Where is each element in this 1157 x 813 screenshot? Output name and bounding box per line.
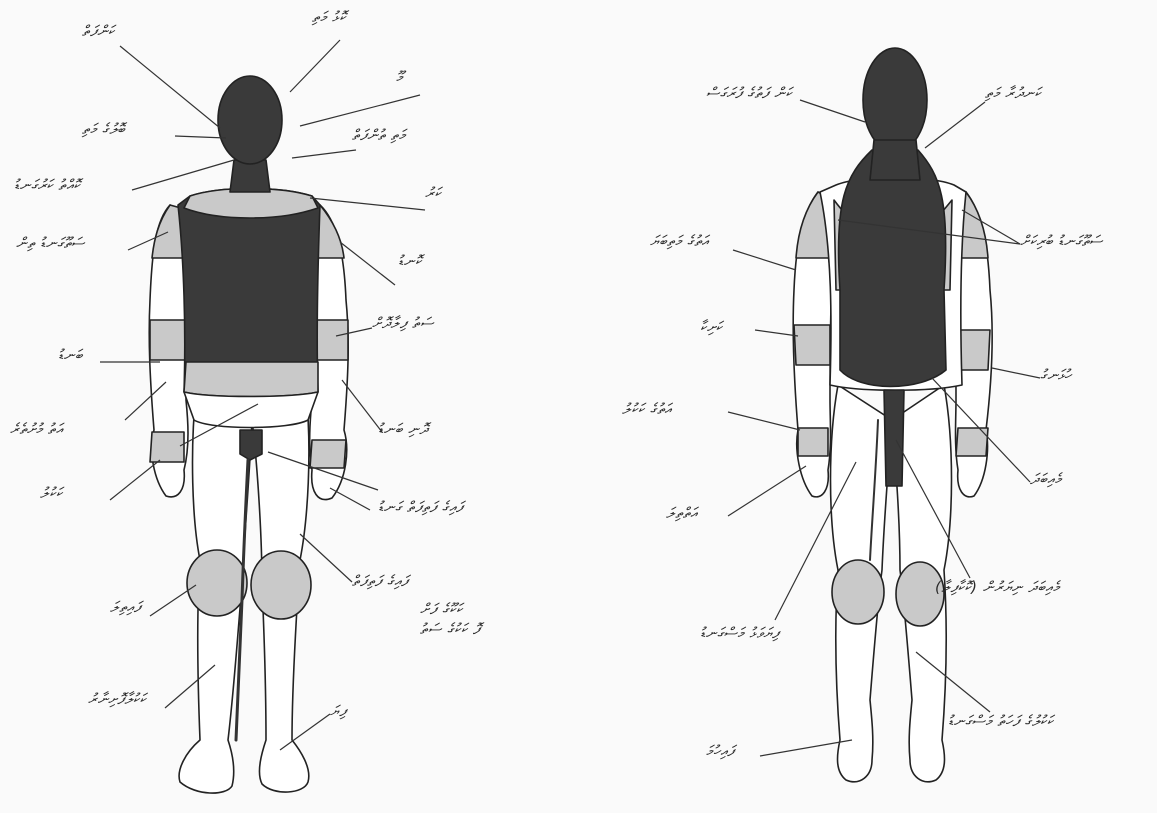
leader-f13 xyxy=(342,380,382,432)
leader-b1 xyxy=(800,100,865,122)
front-left-knee-region xyxy=(187,550,247,616)
front-body-figure xyxy=(149,76,348,793)
label-front-knee: ފައިތިލަ xyxy=(110,598,141,616)
label-front-f15: ކަކޫގެ ފަށް xyxy=(420,600,463,618)
leader-f2 xyxy=(290,40,340,92)
label-back-upper-arm: އަތުގެ މަތިބަޔަ xyxy=(650,232,709,250)
front-neck xyxy=(230,160,270,192)
label-front-temple: ކަންފަތް xyxy=(82,22,115,40)
label-front-head-top: ބޮލުގެ މަތި xyxy=(82,120,125,138)
label-back-lower-arm: ހުޅަނގު xyxy=(1040,366,1071,384)
label-front-elbow: ސަތު ފިލާދޮށް xyxy=(372,314,434,332)
leader-b7 xyxy=(728,412,800,430)
label-back-wrist: އަތުގެ ކަކުލު xyxy=(622,400,671,418)
label-front-ankle: ފިޔަ xyxy=(330,702,347,720)
back-body-figure xyxy=(793,48,992,782)
front-left-wrist-band xyxy=(150,432,184,462)
label-front-wrist: ކަކުލު xyxy=(40,484,63,502)
back-left-knee-region xyxy=(832,560,884,624)
label-back-shoulder-top: ކަނދުރާ މަތި xyxy=(985,84,1041,102)
label-back-buttock-fold: މެއިބަދަ ނިޔަރުން (ކޮކާފިލާ) xyxy=(935,578,1060,596)
leader-f17 xyxy=(150,585,196,616)
back-dark-region xyxy=(838,150,946,387)
leader-b3 xyxy=(733,250,796,270)
front-hip xyxy=(184,392,318,428)
leader-f9 xyxy=(340,242,395,285)
label-back-shoulder-blade: ސަތޫގަނޑު ބުރިކަށް xyxy=(1020,232,1103,250)
front-waist-band xyxy=(184,362,318,397)
label-front-shoulder: ސަތޫގަނޑު ތިން xyxy=(16,234,85,252)
label-front-groin: ފައިގެ ފަތިފަތް ގަނޑު xyxy=(378,498,464,516)
label-front-lower-belly: ދޮނި ބަނޑު xyxy=(378,420,428,438)
leader-b9 xyxy=(728,466,806,516)
label-front-crown: ކޮޅު މަތި xyxy=(312,8,346,26)
label-front-f19: ފޮ ކަކުގެ ސަތު xyxy=(420,620,481,638)
front-left-elbow-band xyxy=(150,320,186,360)
label-back-nape: ކަން ފަތުގެ ފުރަގަސް xyxy=(706,84,792,102)
back-left-elbow-band xyxy=(794,325,830,365)
leader-f1 xyxy=(120,46,220,128)
label-back-elbow: ކަށިކާ xyxy=(700,318,722,336)
front-chest-band xyxy=(184,189,318,219)
label-front-shin: ކަކުލާފޮށިނާރު xyxy=(88,690,146,708)
label-back-buttock: މެއިބަދަ xyxy=(1030,470,1062,488)
front-groin xyxy=(240,430,262,460)
leader-f4 xyxy=(175,136,226,138)
front-right-knee-region xyxy=(251,551,311,619)
back-head xyxy=(863,48,927,152)
label-front-jaw: ކޮއްތު ކަރުގަނޑު xyxy=(14,176,80,194)
leader-f7 xyxy=(310,198,425,210)
front-right-wrist-band xyxy=(310,440,346,468)
leader-b5 xyxy=(755,330,798,336)
label-front-upper-arm: ކޮނޑު xyxy=(398,252,422,270)
label-front-neck: ކަރު xyxy=(425,184,441,202)
leader-f3 xyxy=(300,95,420,126)
leader-f6 xyxy=(132,160,234,190)
label-front-belly: ބަނޑު xyxy=(58,346,83,364)
label-back-heel: ފައިހުމަ xyxy=(706,742,735,760)
leader-b2 xyxy=(925,102,985,148)
label-back-hand: އަތްތިލަ xyxy=(666,504,697,522)
back-spine-strip xyxy=(884,390,904,486)
label-front-upper-lip: މަތި ތުންފަތް xyxy=(352,126,405,144)
leader-f16 xyxy=(330,488,370,510)
label-front-thigh: ފައިގެ ފަތިފަތް xyxy=(352,572,409,590)
leader-f14 xyxy=(110,460,160,500)
label-front-forearm: އަތު މުށުތެރެ xyxy=(10,420,63,438)
label-back-thigh: ފިޔަވަޅު މަސްގަނޑު xyxy=(700,624,780,642)
label-back-calf: ކަކުލުގެ ފަހަތު މަސްގަނޑު xyxy=(948,712,1053,730)
label-front-hair: މޫ xyxy=(396,68,403,86)
back-left-wrist-band xyxy=(798,428,828,456)
leader-f5 xyxy=(292,150,356,158)
front-head xyxy=(218,76,282,164)
leader-b6 xyxy=(992,368,1040,378)
back-neck xyxy=(870,140,920,180)
